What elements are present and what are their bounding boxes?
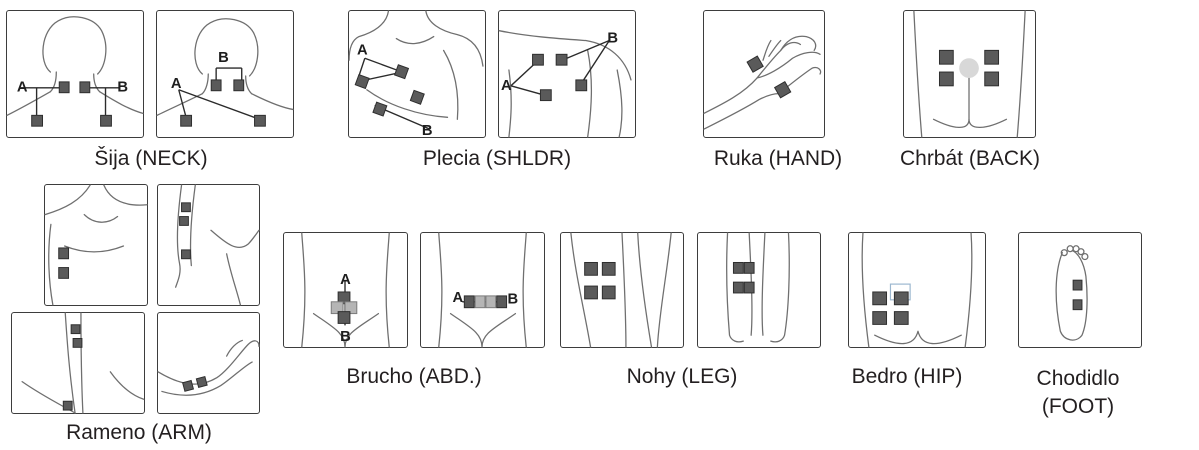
arm-lower-back-illustration [158,313,259,413]
arm-caption: Rameno (ARM) [54,420,224,446]
shoulder-diagram-back: B A [498,10,636,138]
arm-diagram-lower-front [157,184,260,306]
hand-illustration [704,11,824,137]
abdomen-2-illustration: A B [421,233,544,347]
arm-diagram-lower-back [157,312,260,414]
abdomen-diagram-2: A B [420,232,545,348]
hip-illustration [849,233,985,347]
abdomen-caption: Brucho (ABD.) [334,364,494,390]
electrode-label-a: A [171,76,182,92]
electrode-label-a: A [501,78,512,94]
arm-upper-front-illustration [45,185,147,305]
arm-diagram-upper-front [44,184,148,306]
foot-illustration [1019,233,1141,347]
shoulder-diagram-front: A B [348,10,486,138]
foot-caption-line2: (FOOT) [1003,394,1153,420]
hand-diagram [703,10,825,138]
hand-caption: Ruka (HAND) [703,146,853,172]
electrode-label-a: A [357,42,368,58]
leg-2-illustration [698,233,820,347]
abdomen-1-illustration: A B [284,233,407,347]
arm-lower-front-illustration [158,185,259,305]
arm-upper-back-illustration [12,313,144,413]
electrode-label-a: A [453,290,464,306]
leg-1-illustration [561,233,683,347]
hip-caption: Bedro (HIP) [832,364,982,390]
leg-diagram-2 [697,232,821,348]
leg-diagram-1 [560,232,684,348]
back-diagram [903,10,1036,138]
shoulder-caption: Plecia (SHLDR) [412,146,582,172]
electrode-label-a: A [17,80,28,96]
hip-diagram [848,232,986,348]
electrode-label-b: B [422,123,433,139]
neck-back-illustration: B A [157,11,293,137]
neck-diagram-front: A B [6,10,144,138]
back-illustration [904,11,1035,137]
arm-diagram-upper-back [11,312,145,414]
electrode-label-b: B [218,50,229,66]
neck-diagram-back: B A [156,10,294,138]
leg-caption: Nohy (LEG) [602,364,762,390]
electrode-label-b: B [508,292,519,308]
electrode-label-a: A [340,272,351,288]
back-caption: Chrbát (BACK) [880,146,1060,172]
foot-diagram [1018,232,1142,348]
shoulder-back-illustration: B A [499,11,635,137]
foot-caption-line1: Chodidlo [1003,366,1153,392]
electrode-label-b: B [117,80,128,96]
neck-front-illustration: A B [7,11,143,137]
electrode-label-b: B [607,31,618,47]
abdomen-diagram-1: A B [283,232,408,348]
neck-caption: Šija (NECK) [76,146,226,172]
electrode-label-b: B [340,329,351,345]
shoulder-front-illustration: A B [349,11,485,137]
